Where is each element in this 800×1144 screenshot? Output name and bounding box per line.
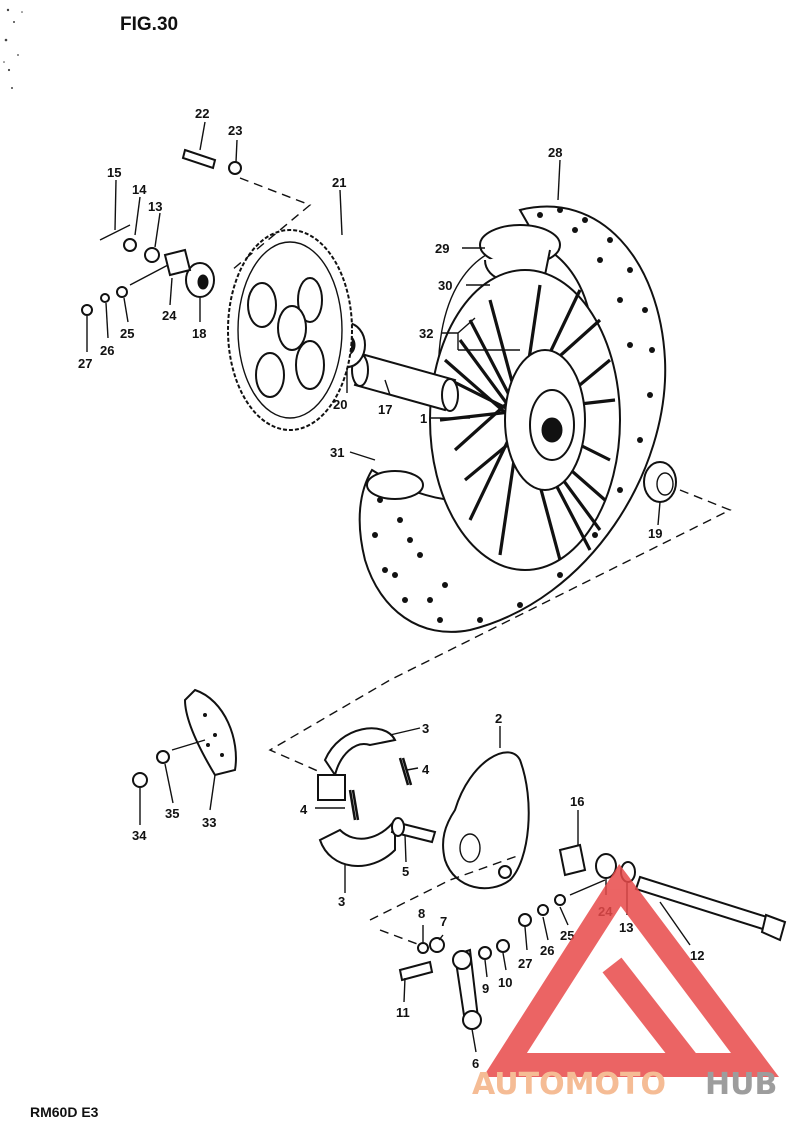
svg-text:4: 4 — [300, 802, 308, 817]
watermark-text-a: AUTOMOTO — [472, 1067, 666, 1102]
svg-text:30: 30 — [438, 278, 452, 293]
shoe-springs — [348, 757, 413, 821]
svg-text:26: 26 — [540, 943, 554, 958]
torque-arm — [132, 688, 237, 788]
svg-text:34: 34 — [132, 828, 147, 843]
model-code: RM60D E3 — [30, 1104, 99, 1120]
svg-text:35: 35 — [165, 806, 179, 821]
rear-sprocket — [227, 229, 353, 431]
svg-text:32: 32 — [419, 326, 433, 341]
svg-text:12: 12 — [690, 948, 704, 963]
brake-shoes — [317, 727, 397, 867]
svg-text:31: 31 — [330, 445, 344, 460]
svg-text:20: 20 — [333, 397, 347, 412]
svg-text:33: 33 — [202, 815, 216, 830]
cam-lever — [398, 937, 510, 1030]
svg-text:29: 29 — [435, 241, 449, 256]
scan-noise — [3, 8, 23, 89]
svg-text:7: 7 — [440, 914, 447, 929]
callout-labels: 1 2 3 3 4 4 5 6 7 8 9 10 11 12 13 13 14 … — [78, 106, 704, 1071]
svg-text:21: 21 — [332, 175, 346, 190]
svg-text:18: 18 — [192, 326, 206, 341]
svg-text:4: 4 — [422, 762, 430, 777]
svg-text:11: 11 — [396, 1005, 410, 1020]
watermark-text-b: HUB — [705, 1067, 777, 1102]
wheel-hub — [429, 269, 621, 571]
chain-adjuster — [81, 148, 242, 316]
svg-text:2: 2 — [495, 711, 502, 726]
collar — [185, 262, 215, 298]
svg-text:5: 5 — [402, 864, 409, 879]
svg-text:8: 8 — [418, 906, 425, 921]
svg-text:9: 9 — [482, 981, 489, 996]
svg-text:6: 6 — [472, 1056, 479, 1071]
svg-text:22: 22 — [195, 106, 209, 121]
svg-text:23: 23 — [228, 123, 242, 138]
svg-text:13: 13 — [148, 199, 162, 214]
svg-text:24: 24 — [162, 308, 177, 323]
svg-text:17: 17 — [378, 402, 392, 417]
svg-text:1: 1 — [420, 411, 427, 426]
svg-text:25: 25 — [120, 326, 134, 341]
svg-text:15: 15 — [107, 165, 121, 180]
figure-title: FIG.30 — [120, 14, 178, 35]
svg-text:14: 14 — [132, 182, 147, 197]
brake-cam — [390, 817, 437, 844]
svg-text:3: 3 — [338, 894, 345, 909]
brake-panel — [442, 751, 530, 890]
svg-text:27: 27 — [518, 956, 532, 971]
leader-lines — [86, 121, 691, 1053]
svg-text:10: 10 — [498, 975, 512, 990]
svg-text:13: 13 — [619, 920, 633, 935]
svg-text:16: 16 — [570, 794, 584, 809]
right-spacer — [643, 461, 677, 503]
svg-text:19: 19 — [648, 526, 662, 541]
svg-text:28: 28 — [548, 145, 562, 160]
svg-text:25: 25 — [560, 928, 574, 943]
watermark: AUTOMOTO HUB — [472, 863, 779, 1102]
svg-text:3: 3 — [422, 721, 429, 736]
svg-text:26: 26 — [100, 343, 114, 358]
svg-text:27: 27 — [78, 356, 92, 371]
